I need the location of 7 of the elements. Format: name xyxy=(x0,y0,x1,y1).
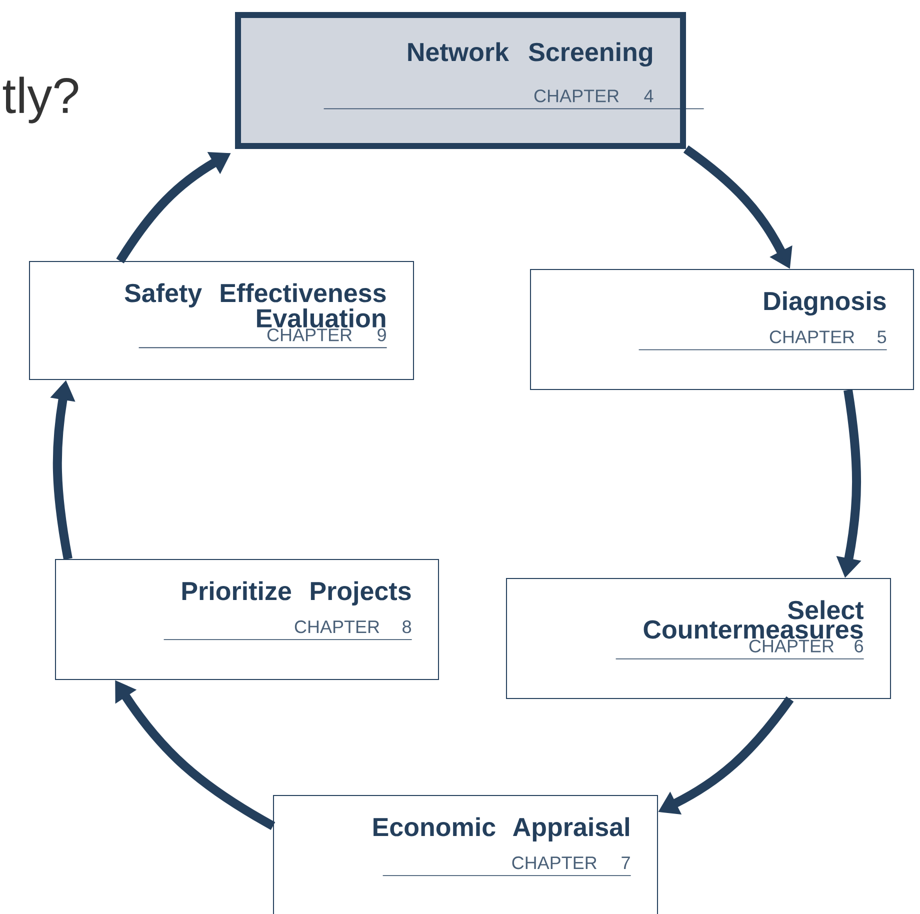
step-box: Prioritize Projects CHAPTER 8 xyxy=(55,559,439,680)
step-box: Safety Effectiveness Evaluation CHAPTER 9 xyxy=(29,261,414,380)
step-box: Select Countermeasures CHAPTER 6 xyxy=(506,578,891,699)
highlighted-step-box: Network Screening CHAPTER 4 xyxy=(235,12,704,149)
heading-fragment: tly? xyxy=(2,76,78,124)
step-box: Diagnosis CHAPTER 5 xyxy=(530,269,914,390)
step-box: Economic Appraisal CHAPTER 7 xyxy=(273,795,658,914)
